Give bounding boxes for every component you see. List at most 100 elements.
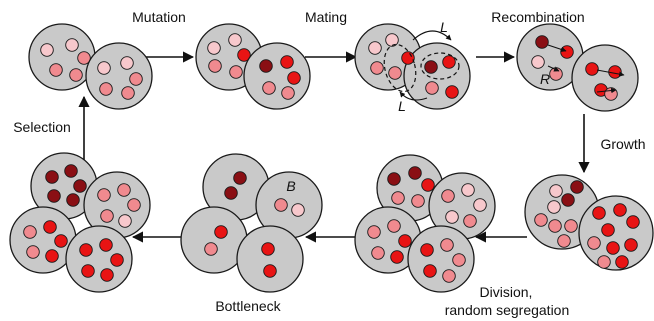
organelle xyxy=(531,55,545,69)
organelle xyxy=(54,234,68,248)
organelle xyxy=(585,62,599,76)
organelle xyxy=(440,238,454,252)
organelle xyxy=(391,191,405,205)
dashed-outline xyxy=(383,43,417,93)
organelle xyxy=(207,41,221,55)
organelle xyxy=(280,55,294,69)
label-mutation: Mutation xyxy=(132,9,186,25)
label-B: B xyxy=(286,178,295,194)
organelle xyxy=(561,193,575,207)
organelle xyxy=(473,198,487,212)
organelle xyxy=(26,245,40,259)
organelle xyxy=(388,66,402,80)
label-L-bottom: L xyxy=(398,98,406,114)
organelle xyxy=(401,51,415,65)
organelle xyxy=(423,264,437,278)
organelle xyxy=(43,220,57,234)
organelle xyxy=(261,242,275,256)
recombination-arrow xyxy=(596,69,625,77)
organelle xyxy=(420,243,434,257)
organelle xyxy=(367,225,381,239)
organelle xyxy=(97,61,111,75)
recombination-arrow xyxy=(596,87,617,94)
organelle xyxy=(204,242,218,256)
organelle xyxy=(398,234,412,248)
organelle xyxy=(79,243,93,257)
organelle xyxy=(452,253,466,267)
organelle xyxy=(535,35,549,49)
organelle xyxy=(368,41,382,55)
cell xyxy=(571,44,639,112)
cell xyxy=(236,225,304,293)
organelle xyxy=(99,82,113,96)
organelle xyxy=(385,33,399,47)
organelle xyxy=(64,164,78,178)
cell-group-division xyxy=(354,154,496,293)
organelle xyxy=(281,86,295,100)
organelle xyxy=(441,189,455,203)
organelle xyxy=(390,250,404,264)
organelle xyxy=(66,193,80,207)
organelle xyxy=(560,45,574,59)
organelle xyxy=(387,172,401,186)
recombination-arrow xyxy=(547,65,560,72)
organelle xyxy=(23,225,37,239)
organelle xyxy=(100,209,114,223)
organelle xyxy=(601,223,615,237)
organelle xyxy=(626,215,640,229)
organelle xyxy=(411,194,425,208)
label-random-segregation: random segregation xyxy=(445,302,570,318)
organelle xyxy=(445,210,459,224)
organelle xyxy=(463,214,477,228)
organelle xyxy=(73,179,87,193)
exchange-arrow-top xyxy=(412,30,452,41)
organelle xyxy=(274,198,288,212)
organelle xyxy=(127,198,141,212)
label-recombination: Recombination xyxy=(491,9,584,25)
organelle xyxy=(224,186,238,200)
organelle xyxy=(421,178,435,192)
organelle xyxy=(442,55,456,69)
organelle xyxy=(69,68,83,82)
organelle xyxy=(228,33,242,47)
organelle xyxy=(208,59,222,73)
label-L-top: L xyxy=(440,19,448,35)
organelle xyxy=(233,171,247,185)
organelle xyxy=(445,85,459,99)
organelle xyxy=(45,170,59,184)
organelle xyxy=(570,180,584,194)
organelle xyxy=(587,236,601,250)
organelle xyxy=(117,183,131,197)
label-growth: Growth xyxy=(600,136,645,152)
label-division: Division, xyxy=(480,284,533,300)
label-bottleneck: Bottleneck xyxy=(215,298,281,314)
organelle xyxy=(549,184,563,198)
organelle xyxy=(45,249,59,263)
organelle xyxy=(557,234,571,248)
cell-group-grown xyxy=(524,174,654,271)
organelle xyxy=(262,81,276,95)
organelle xyxy=(371,246,385,260)
organelle xyxy=(40,43,54,57)
organelle xyxy=(424,60,438,74)
organelle xyxy=(624,238,638,252)
organelle xyxy=(129,72,143,86)
organelle xyxy=(47,189,61,203)
cell xyxy=(407,225,475,293)
organelle xyxy=(442,269,456,283)
organelle xyxy=(65,38,79,52)
organelle xyxy=(387,219,401,233)
organelle xyxy=(81,264,95,278)
cell-group-start xyxy=(28,23,153,110)
organelle xyxy=(597,255,611,269)
cell xyxy=(85,42,153,110)
label-mating: Mating xyxy=(305,9,347,25)
organelle xyxy=(49,63,63,77)
organelle xyxy=(547,200,561,214)
organelle xyxy=(606,241,620,255)
cell-group-mating xyxy=(354,23,471,110)
cell-group-bottleneck xyxy=(180,153,323,293)
label-selection: Selection xyxy=(13,119,71,135)
organelle xyxy=(120,56,134,70)
